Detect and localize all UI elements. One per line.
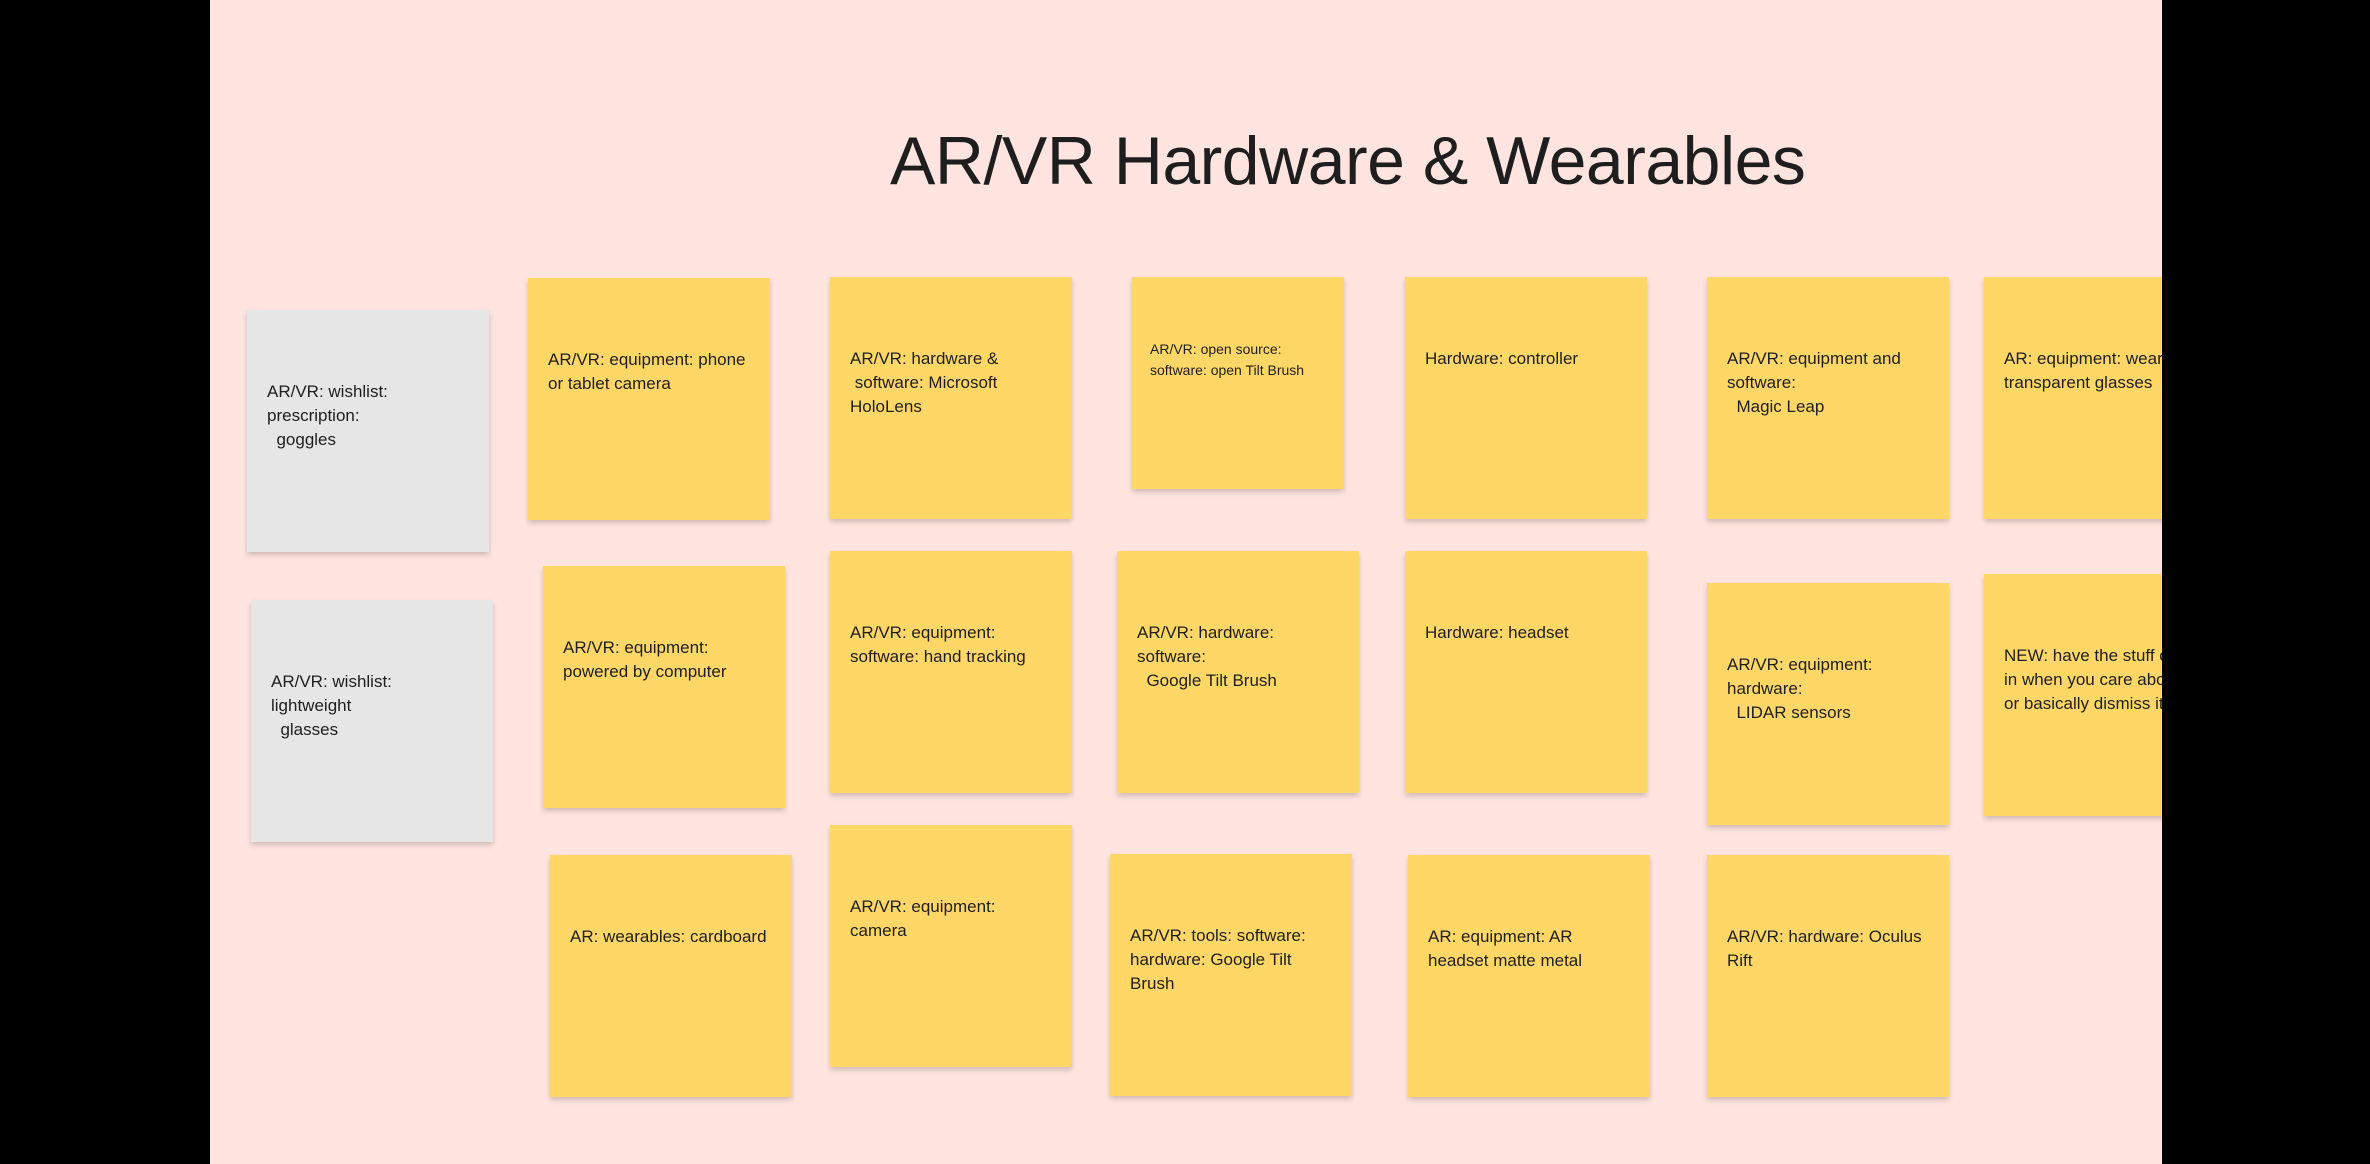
sticky-note-wishlist-glasses[interactable]: AR/VR: wishlist: lightweight glasses [251,600,493,842]
sticky-note-text: Hardware: headset [1425,623,1569,642]
sticky-note-text: AR/VR: hardware & software: Microsoft Ho… [850,349,999,416]
sticky-note-text: AR/VR: equipment: powered by computer [563,638,727,681]
sticky-note-new-dismiss[interactable]: NEW: have the stuff c in when you care a… [1984,574,2162,816]
sticky-note-text: AR/VR: equipment: phone or tablet camera [548,350,746,393]
sticky-note-tools-tilt-brush[interactable]: AR/VR: tools: software: hardware: Google… [1110,854,1352,1096]
sticky-note-text: Hardware: controller [1425,349,1579,368]
sticky-note-text: AR/VR: hardware: Oculus Rift [1727,927,1922,970]
sticky-note-controller[interactable]: Hardware: controller [1405,277,1647,519]
sticky-note-google-tilt-brush[interactable]: AR/VR: hardware: software: Google Tilt B… [1117,551,1359,793]
sticky-note-text: AR: equipment: AR headset matte metal [1428,927,1583,970]
sticky-note-lidar-sensors[interactable]: AR/VR: equipment: hardware: LIDAR sensor… [1707,583,1949,825]
sticky-note-phone-camera[interactable]: AR/VR: equipment: phone or tablet camera [528,278,770,520]
sticky-note-text: AR/VR: equipment: hardware: LIDAR sensor… [1727,655,1873,722]
sticky-note-transparent-glasses[interactable]: AR: equipment: wear transparent glasses [1984,277,2162,519]
sticky-note-magic-leap[interactable]: AR/VR: equipment and software: Magic Lea… [1707,277,1949,519]
whiteboard-canvas[interactable]: AR/VR Hardware & Wearables AR/VR: wishli… [210,0,2162,1164]
sticky-note-headset[interactable]: Hardware: headset [1405,551,1647,793]
board-title: AR/VR Hardware & Wearables [890,123,1806,199]
sticky-note-text: AR/VR: open source: software: open Tilt … [1150,341,1305,378]
sticky-note-text: AR: equipment: wear transparent glasses [2004,349,2162,392]
sticky-note-hololens[interactable]: AR/VR: hardware & software: Microsoft Ho… [830,277,1072,519]
sticky-note-text: AR/VR: equipment: software: hand trackin… [850,623,1026,666]
sticky-note-open-tilt-brush[interactable]: AR/VR: open source: software: open Tilt … [1132,277,1344,489]
sticky-note-text: AR/VR: hardware: software: Google Tilt B… [1137,623,1277,690]
sticky-note-hand-tracking[interactable]: AR/VR: equipment: software: hand trackin… [830,551,1072,793]
sticky-note-text: AR/VR: equipment and software: Magic Lea… [1727,349,1901,416]
sticky-note-text: AR/VR: wishlist: lightweight glasses [271,672,392,739]
sticky-note-cardboard[interactable]: AR: wearables: cardboard [550,855,792,1097]
sticky-note-powered-by-computer[interactable]: AR/VR: equipment: powered by computer [543,566,785,808]
sticky-note-text: AR/VR: equipment: camera [850,897,996,940]
sticky-note-text: AR/VR: wishlist: prescription: goggles [267,382,388,449]
sticky-note-text: AR: wearables: cardboard [570,927,767,946]
sticky-note-oculus-rift[interactable]: AR/VR: hardware: Oculus Rift [1707,855,1949,1097]
sticky-note-matte-metal[interactable]: AR: equipment: AR headset matte metal [1408,855,1650,1097]
sticky-note-text: AR/VR: tools: software: hardware: Google… [1130,926,1306,993]
sticky-note-text: NEW: have the stuff c in when you care a… [2004,646,2162,713]
sticky-note-wishlist-goggles[interactable]: AR/VR: wishlist: prescription: goggles [247,310,489,552]
sticky-note-camera[interactable]: AR/VR: equipment: camera [830,825,1072,1067]
